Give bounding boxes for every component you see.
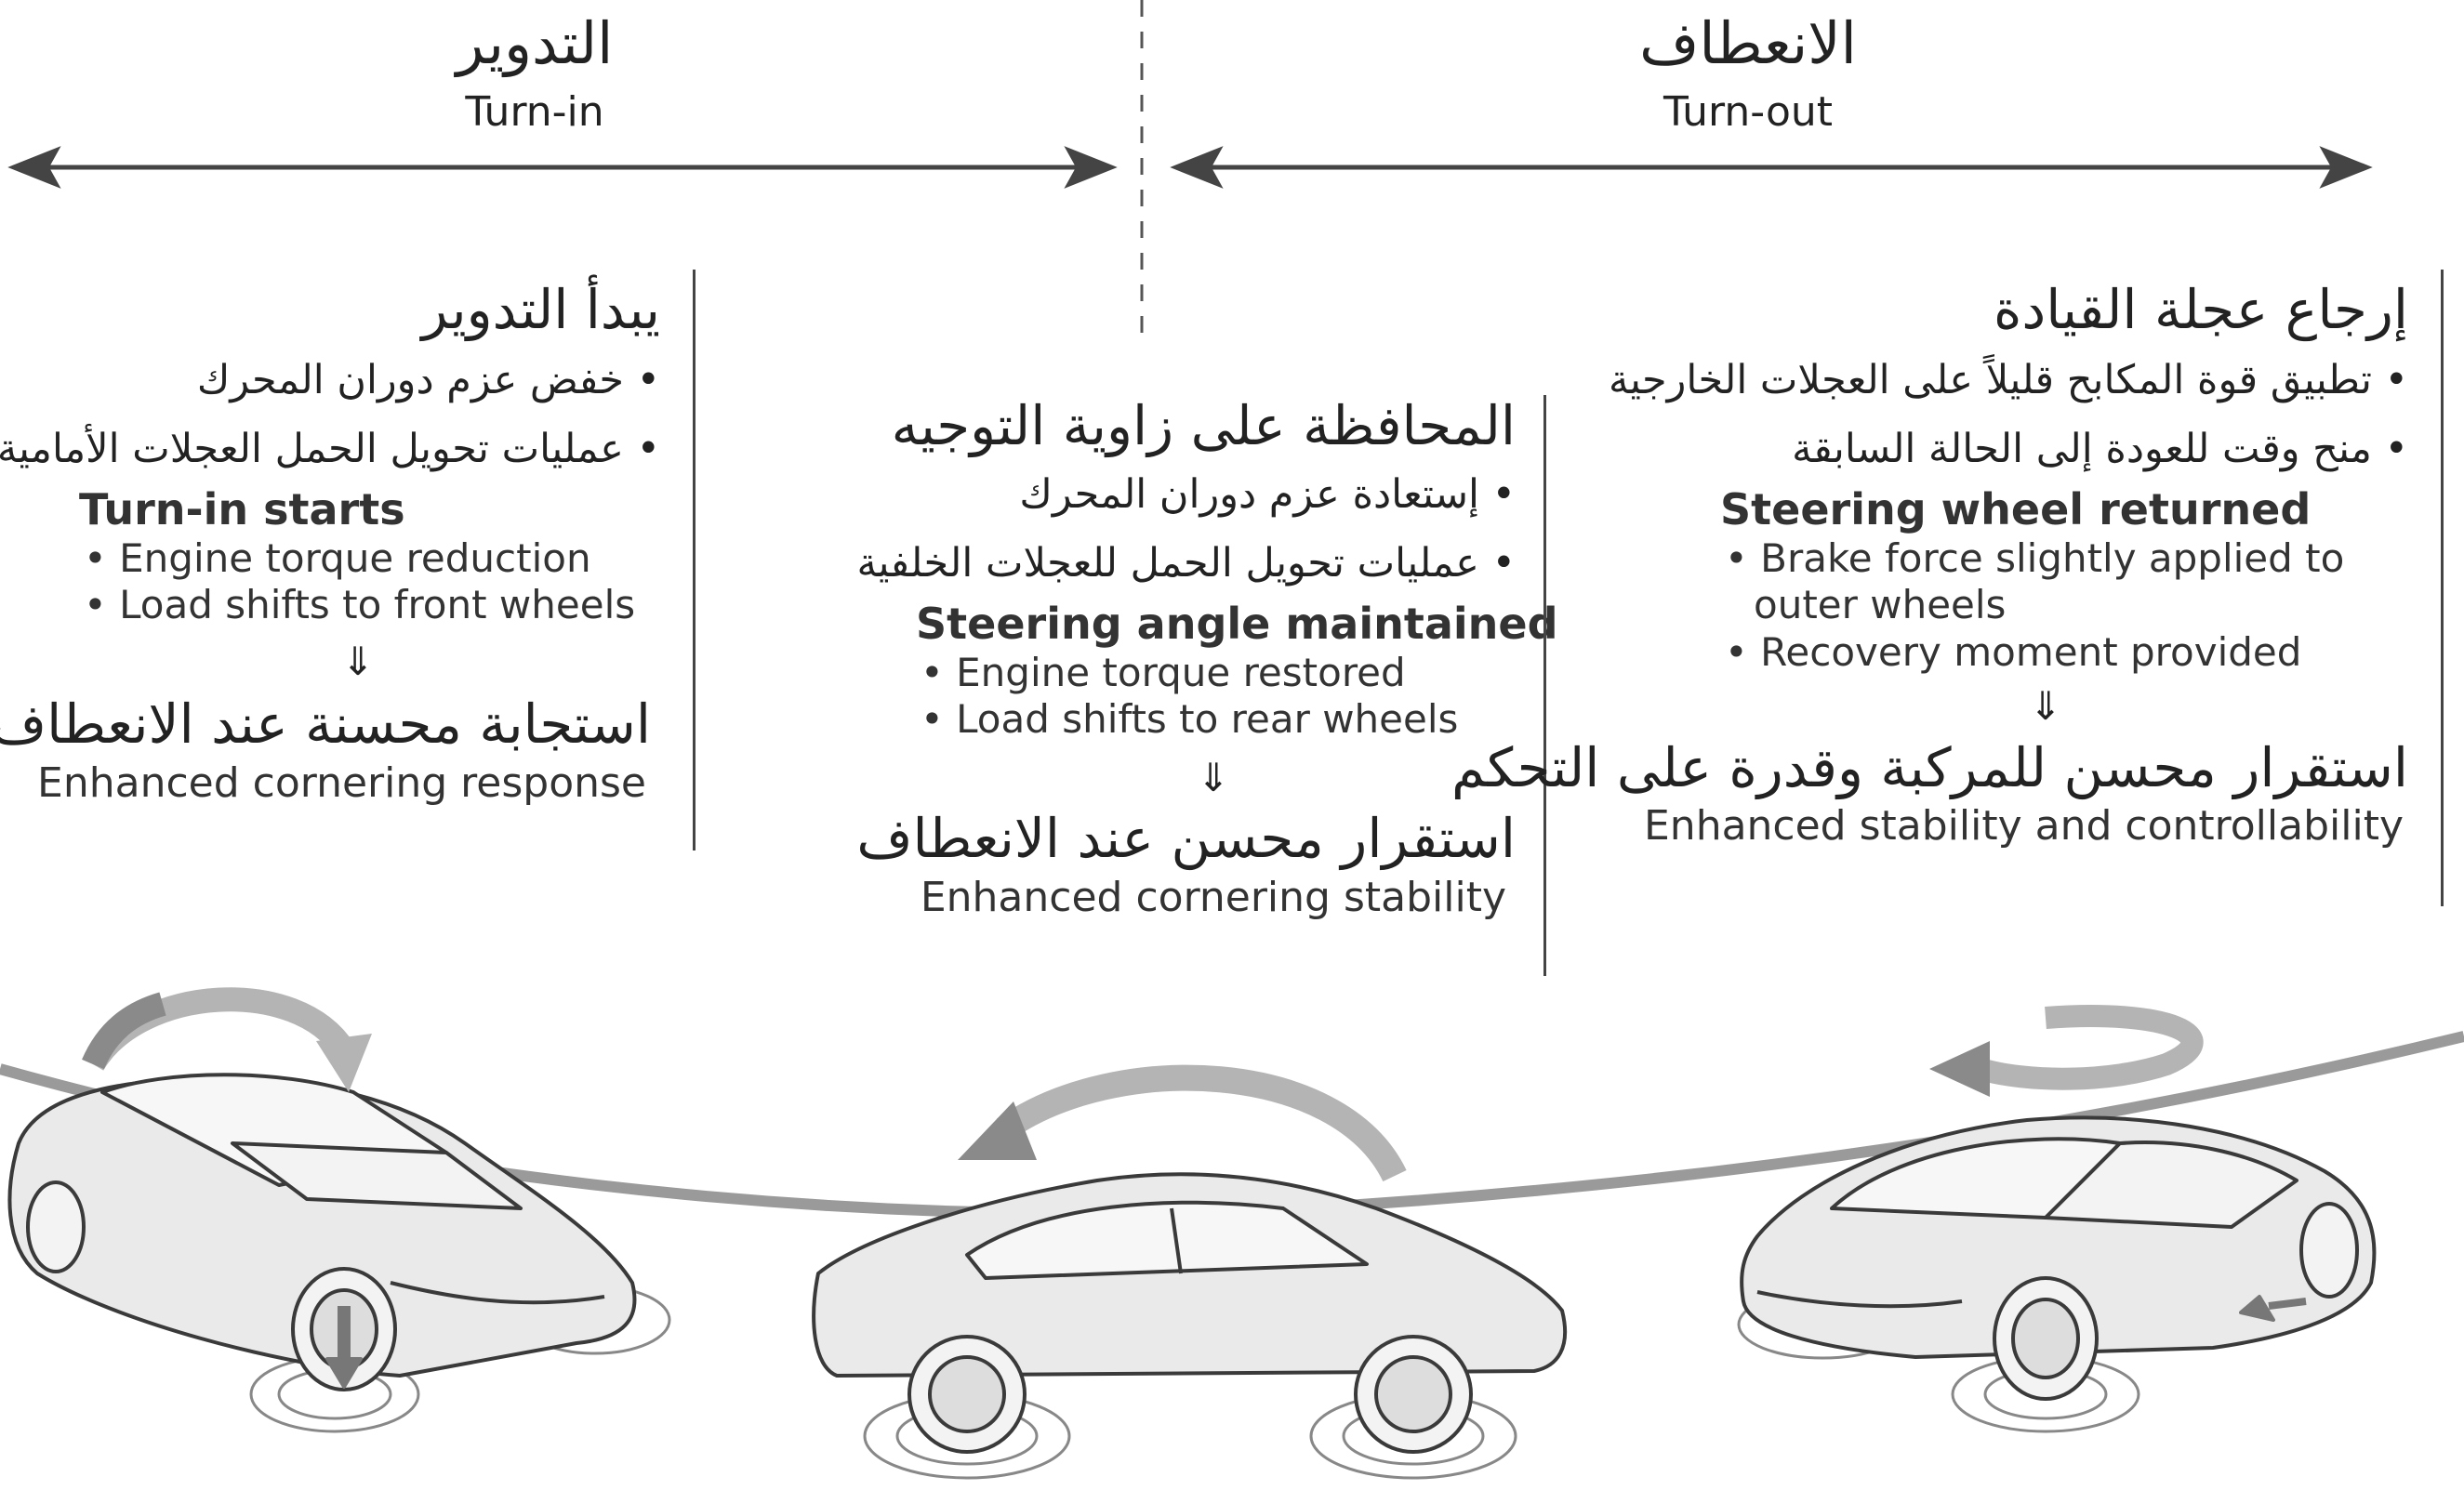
result-ar: استقرار محسن للمركبة وقدرة على التحكم	[1451, 735, 2408, 799]
panel-divider-middle	[1543, 395, 1546, 976]
bullet-en: • Brake force slightly applied to	[1725, 534, 2345, 581]
rotation-arrow-icon	[1977, 1005, 2204, 1090]
down-arrow-icon: ⇓	[2029, 682, 2062, 729]
bullet-en: • Engine torque restored	[921, 649, 1406, 695]
bullet-ar: • منح وقت للعودة إلى الحالة السابقة	[1792, 425, 2408, 472]
cornering-illustration	[0, 987, 2464, 1480]
bullet-en: • Recovery moment provided	[1725, 628, 2302, 675]
panel-steering-wheel-returned: إرجاع عجلة القيادة • تطبيق قوة المكابح ق…	[1451, 278, 2408, 851]
panel-steering-angle-maintained: المحافظة على زاوية التوجيه • إستعادة عزم…	[772, 394, 1558, 923]
panel-title-ar: يبدأ التدوير	[421, 278, 660, 341]
panel-title-ar: المحافظة على زاوية التوجيه	[891, 394, 1516, 457]
result-en: Enhanced stability and controllability	[1644, 802, 2404, 850]
down-arrow-icon: ⇓	[1197, 754, 1230, 800]
turn-in-title-en: Turn-in	[465, 88, 604, 136]
panel-divider-right	[2441, 270, 2444, 906]
brake-arrow-icon	[2239, 1295, 2275, 1322]
bullet-ar: • إستعادة عزم دوران المحرك	[1019, 470, 1516, 518]
turn-out-title-ar: الانعطاف	[1639, 9, 1857, 77]
panel-divider-left	[693, 270, 695, 850]
result-ar: استقرار محسن عند الانعطاف	[856, 807, 1516, 871]
panel-title-ar: إرجاع عجلة القيادة	[1994, 278, 2408, 341]
bullet-en: outer wheels	[1754, 582, 2007, 628]
bullet-en: • Load shifts to rear wheels	[921, 696, 1459, 743]
rotation-arrow-icon	[996, 1064, 1407, 1182]
wheel	[26, 1180, 86, 1273]
panel-turn-in-starts: يبدأ التدوير • خفض عزم دوران المحرك • عم…	[0, 279, 660, 809]
car-turn-in	[7, 1073, 671, 1433]
result-ar: استجابة محسنة عند الانعطاف	[0, 692, 651, 757]
bullet-ar: • عمليات تحويل الحمل العجلات الأمامية	[0, 425, 660, 472]
phase-arrows	[7, 0, 2373, 344]
turn-in-double-arrow	[7, 146, 1118, 189]
bullet-ar: • تطبيق قوة المكابح قليلاً على العجلات ا…	[1608, 356, 2408, 403]
wheel	[2299, 1202, 2359, 1299]
bullet-en: • Engine torque reduction	[84, 534, 591, 581]
car-steering-maintained	[812, 1172, 1568, 1480]
car-turn-out	[1737, 1115, 2377, 1433]
turn-out-title-en: Turn-out	[1663, 88, 1834, 136]
turn-out-double-arrow	[1170, 146, 2373, 189]
panel-title-en: Steering angle maintained	[916, 598, 1558, 649]
panel-title-en: Steering wheel returned	[1720, 483, 2312, 534]
bullet-ar: • خفض عزم دوران المحرك	[196, 356, 660, 403]
bullet-ar: • عمليات تحويل الحمل للعجلات الخلفية	[856, 539, 1516, 587]
load-arrow-icon	[325, 1357, 363, 1389]
bullet-en: • Load shifts to front wheels	[84, 582, 636, 628]
down-arrow-icon: ⇓	[341, 638, 375, 684]
panel-title-en: Turn-in starts	[79, 483, 405, 534]
turn-in-title-ar: التدوير	[456, 9, 614, 77]
result-en: Enhanced cornering stability	[920, 873, 1506, 921]
result-en: Enhanced cornering response	[37, 758, 646, 807]
